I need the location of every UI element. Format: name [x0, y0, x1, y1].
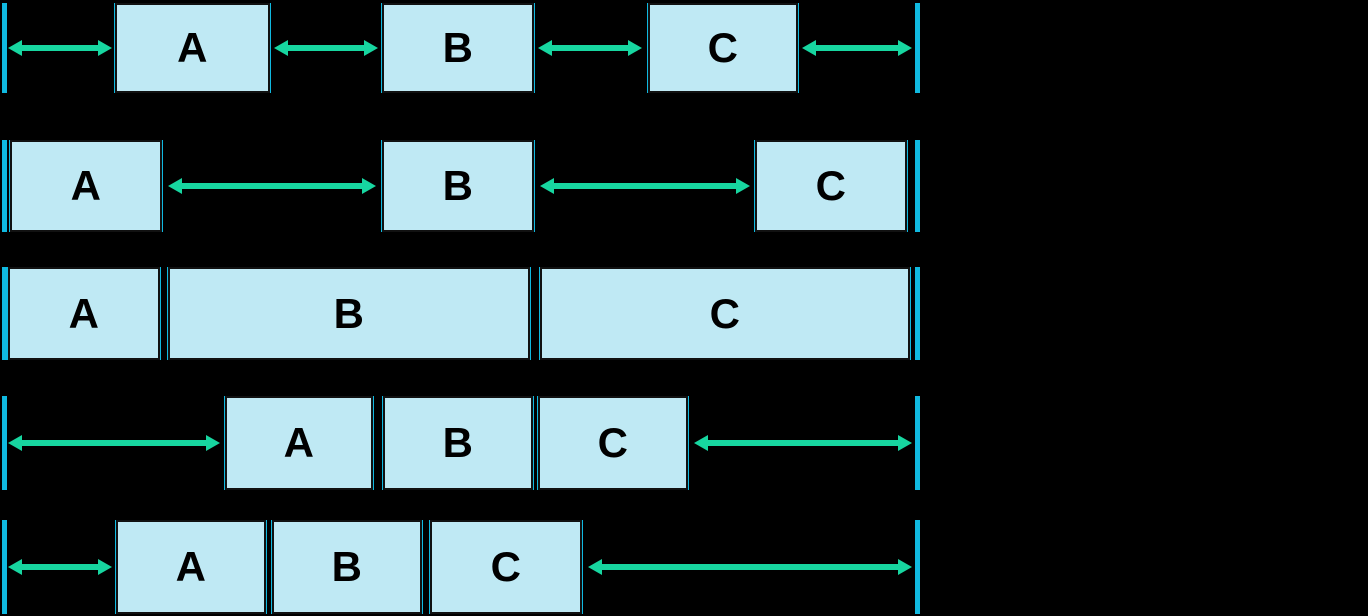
gap-measure-arrow — [538, 37, 642, 59]
container-right-edge-marker — [915, 396, 920, 490]
flex-item-b[interactable]: B — [272, 520, 422, 614]
flex-container-row-center: A B C — [0, 396, 1368, 490]
flex-container-row-space-between: A B C — [0, 140, 1368, 232]
flex-container-row-start-offset: A B C — [0, 520, 1368, 614]
container-right-edge-marker — [915, 520, 920, 614]
flex-item-a[interactable]: A — [225, 396, 373, 490]
gap-measure-arrow — [8, 37, 112, 59]
flex-item-label: C — [597, 419, 629, 466]
flex-item-b[interactable]: B — [382, 3, 534, 93]
flex-item-label: A — [283, 419, 315, 466]
flex-item-a[interactable]: A — [115, 3, 270, 93]
flex-item-label: C — [815, 162, 847, 209]
container-left-edge-marker — [2, 520, 7, 614]
gap-measure-arrow — [8, 432, 220, 454]
flex-item-c[interactable]: C — [430, 520, 582, 614]
flex-item-c[interactable]: C — [648, 3, 798, 93]
flex-item-label: B — [442, 162, 474, 209]
gap-measure-arrow — [694, 432, 912, 454]
flex-item-label: A — [175, 543, 207, 590]
flex-item-c[interactable]: C — [540, 267, 910, 360]
flex-item-label: B — [442, 419, 474, 466]
flex-item-label: B — [331, 543, 363, 590]
gap-measure-arrow — [588, 556, 912, 578]
flex-item-b[interactable]: B — [382, 140, 534, 232]
flex-item-a[interactable]: A — [10, 140, 162, 232]
flex-item-label: C — [707, 24, 739, 71]
flex-item-b[interactable]: B — [383, 396, 533, 490]
container-left-edge-marker — [2, 3, 7, 93]
container-left-edge-marker — [2, 140, 7, 232]
gap-measure-arrow — [8, 556, 112, 578]
flex-item-a[interactable]: A — [8, 267, 160, 360]
flex-container-row-stretch: A B C — [0, 267, 1368, 360]
flex-item-label: B — [442, 24, 474, 71]
flex-item-label: A — [70, 162, 102, 209]
gap-measure-arrow — [168, 175, 376, 197]
flex-item-a[interactable]: A — [116, 520, 266, 614]
container-left-edge-marker — [2, 396, 7, 490]
gap-measure-arrow — [540, 175, 750, 197]
container-right-edge-marker — [915, 3, 920, 93]
container-right-edge-marker — [915, 140, 920, 232]
container-left-edge-marker — [2, 267, 7, 360]
flex-item-label: A — [68, 289, 100, 337]
gap-measure-arrow — [274, 37, 378, 59]
flex-item-c[interactable]: C — [755, 140, 907, 232]
flex-container-row-space-around: A B C — [0, 3, 1368, 93]
container-right-edge-marker — [915, 267, 920, 360]
gap-measure-arrow — [802, 37, 912, 59]
flex-item-label: B — [333, 289, 365, 337]
flex-item-label: C — [709, 289, 741, 337]
flex-item-b[interactable]: B — [168, 267, 530, 360]
flex-item-label: C — [490, 543, 522, 590]
flex-item-label: A — [177, 24, 208, 71]
flex-item-c[interactable]: C — [538, 396, 688, 490]
